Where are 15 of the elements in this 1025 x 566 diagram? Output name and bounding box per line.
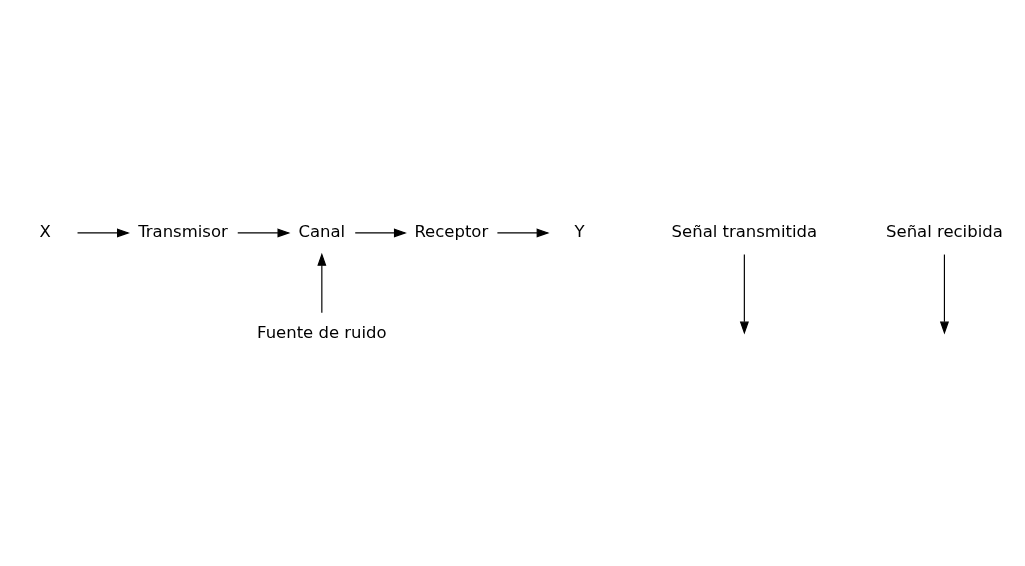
node-text: Receptor (414, 221, 489, 241)
node-text: Transmisor (138, 221, 228, 241)
node-text: Y (574, 221, 585, 241)
arrow (739, 253, 749, 335)
arrow (76, 227, 130, 237)
node-text: Señal transmitida (671, 221, 818, 241)
node-text: Canal (298, 221, 346, 241)
node-text: Señal recibida (886, 221, 1003, 241)
arrow (496, 227, 550, 237)
arrow (317, 252, 327, 313)
arrow (237, 227, 291, 237)
arrow (354, 227, 407, 237)
arrow (939, 253, 949, 335)
node-text: Fuente de ruido (257, 322, 387, 342)
node-text: X (39, 221, 51, 241)
